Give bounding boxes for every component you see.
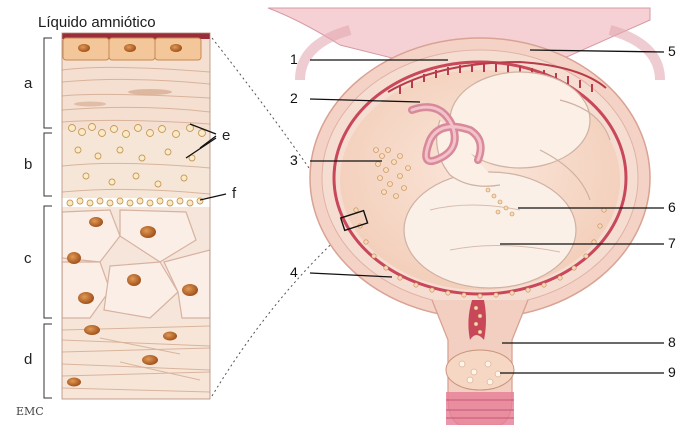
credit-logo: EMC (16, 405, 44, 418)
panel-title: Líquido amniótico (38, 14, 156, 31)
uterus-illustration: 1 2 3 4 5 6 7 8 9 (268, 8, 676, 425)
layer-letter-c: c (24, 250, 32, 267)
mucus-plug (446, 350, 514, 390)
epithelial-cells (63, 38, 201, 60)
callout-4: 4 (290, 264, 298, 280)
side-letter-e: e (222, 127, 230, 144)
callout-9: 9 (668, 364, 676, 380)
callout-2: 2 (290, 90, 298, 106)
layer-letter-d: d (24, 351, 32, 368)
callout-8: 8 (668, 334, 676, 350)
layer-letter-a: a (24, 75, 33, 92)
callout-1: 1 (290, 51, 298, 67)
callout-7: 7 (668, 235, 676, 251)
callout-3: 3 (290, 152, 298, 168)
callout-6: 6 (668, 199, 676, 215)
layer-letter-b: b (24, 156, 32, 173)
tissue-layers-panel: Líquido amniótico (16, 14, 237, 418)
callout-5: 5 (668, 43, 676, 59)
side-letter-f: f (232, 185, 237, 202)
